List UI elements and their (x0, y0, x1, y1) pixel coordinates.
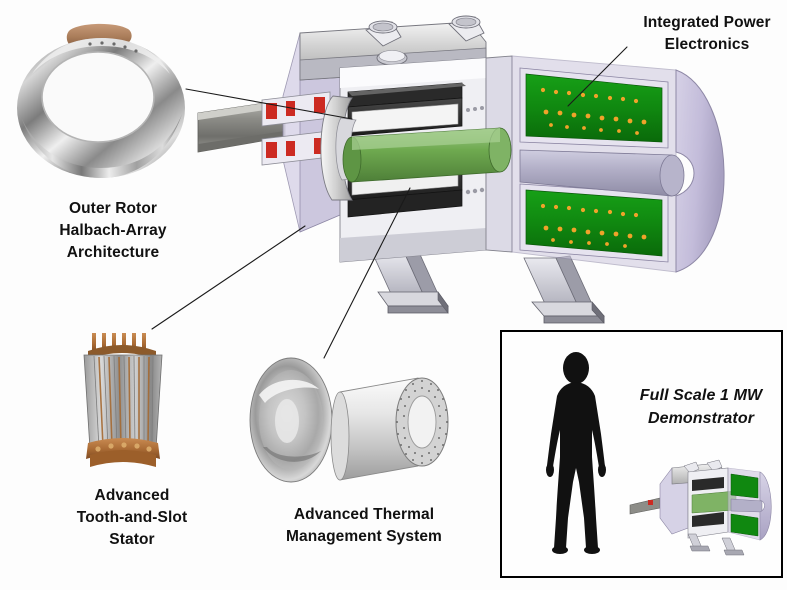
stator-photo (83, 333, 163, 467)
callout-full-scale-demonstrator: Full Scale 1 MW Demonstrator (639, 387, 763, 427)
thermal-cone-photo (249, 357, 333, 483)
stator-teeth (93, 355, 154, 449)
full-scale-demonstrator-inset (500, 330, 783, 578)
callout-outer-rotor-halbach-array: Outer Rotor Halbach-Array Architecture (59, 200, 167, 261)
pcb-upper (525, 73, 663, 143)
human-scale-silhouette (546, 352, 606, 554)
mounting-foot-front (371, 249, 449, 314)
thermal-sleeve-photo (330, 377, 449, 481)
mini-pcb-upper (730, 473, 759, 499)
leader-thermal (323, 187, 411, 359)
pcb-components-lower (540, 203, 647, 248)
stator-core-upper (347, 82, 466, 137)
power-electronics-housing (511, 55, 725, 273)
callout-advanced-tooth-and-slot-stator: Advanced Tooth-and-Slot Stator (76, 487, 188, 548)
bearing-element (266, 103, 277, 119)
copper-windings-bottom (86, 438, 160, 467)
copper-windings-top (88, 333, 156, 359)
coolant-port-front (365, 20, 402, 47)
slot-conductors (98, 356, 150, 448)
coolant-port-rear (448, 15, 485, 42)
inset-contents (546, 352, 772, 556)
leader-stator (151, 225, 306, 330)
bearing-element (314, 138, 325, 154)
mounting-foot-rear (523, 255, 605, 324)
micro-channel-dots (396, 380, 448, 464)
callout-integrated-power-electronics: Integrated Power Electronics (643, 14, 771, 53)
rotor-ring-photo (17, 23, 185, 178)
leader-rotor-to-machine (185, 88, 353, 120)
bearing-element (286, 141, 295, 156)
bearing-element (314, 97, 325, 113)
halbach-magnet-holes (88, 41, 138, 53)
rotor-drum (342, 127, 512, 183)
mini-pcb-lower (730, 513, 759, 537)
callout-advanced-thermal-management-system: Advanced Thermal Management System (286, 506, 442, 545)
mini-machine-cutaway (629, 459, 772, 556)
pcb-lower (525, 189, 663, 257)
bearing-element (266, 142, 277, 158)
leader-power-electronics (567, 46, 628, 107)
pcb-components-upper (540, 87, 647, 135)
bearing-element (286, 101, 295, 116)
